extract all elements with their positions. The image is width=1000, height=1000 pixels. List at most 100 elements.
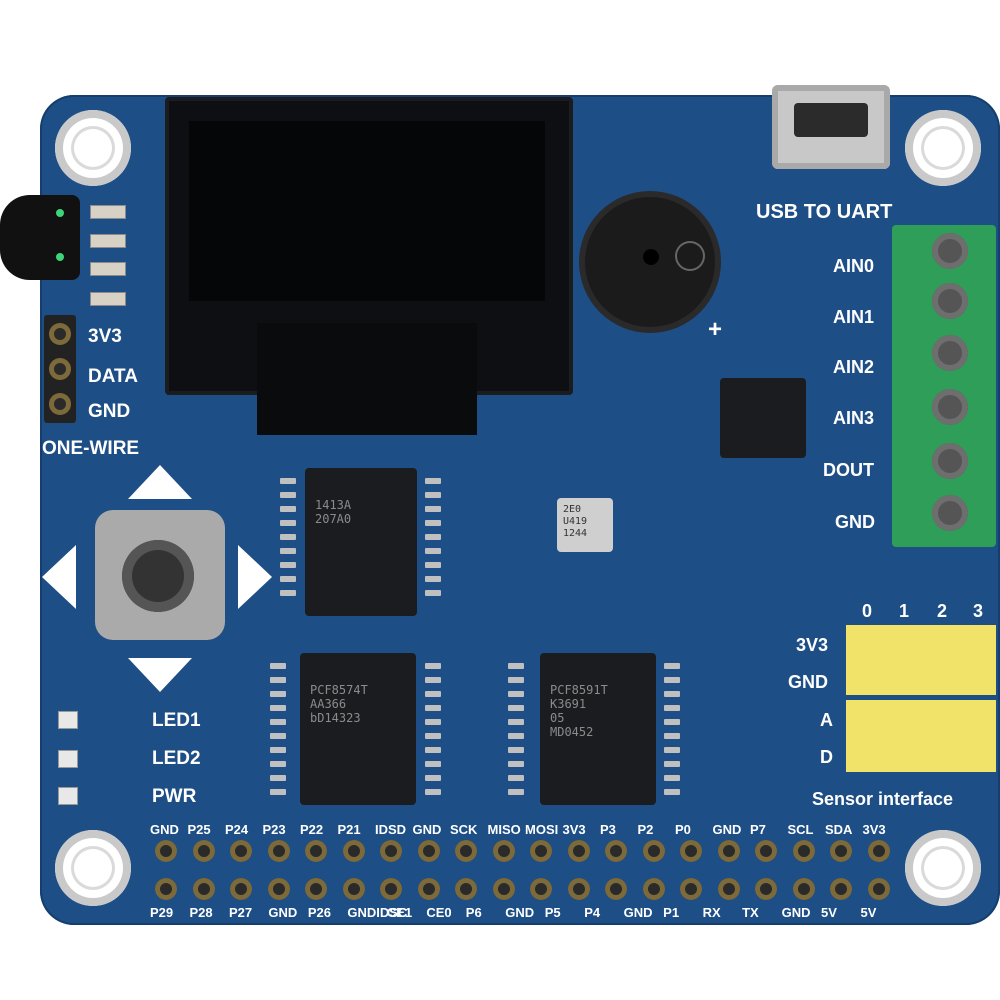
header-pin[interactable]	[305, 840, 327, 862]
header-pin[interactable]	[417, 878, 440, 900]
header-pin-label: TX	[742, 905, 759, 920]
joystick-right-arrow	[238, 545, 272, 609]
joystick-button[interactable]	[122, 540, 194, 612]
ic-pins	[425, 663, 441, 803]
oled-screen	[189, 121, 545, 301]
header-pin[interactable]	[567, 878, 590, 900]
ic-pins	[425, 478, 441, 604]
header-pin-label: GNDIDSC	[347, 905, 408, 920]
header-pin[interactable]	[155, 878, 177, 900]
header-pin[interactable]	[530, 840, 552, 862]
sensor-column-label: 1	[899, 601, 910, 621]
header-pin-label: 3V3	[862, 822, 886, 837]
header-pin-label: RX	[702, 905, 721, 920]
one-wire-pin-label: GND	[88, 401, 131, 422]
resistor	[90, 262, 126, 276]
header-pin[interactable]	[380, 840, 402, 862]
header-pin[interactable]	[680, 878, 702, 900]
header-pin[interactable]	[680, 840, 702, 862]
led-indicator	[58, 750, 78, 768]
header-pin-label: P0	[675, 822, 691, 837]
header-pin-label: P4	[584, 905, 601, 920]
header-pin[interactable]	[417, 840, 440, 862]
header-pin[interactable]	[605, 840, 627, 862]
header-pin[interactable]	[455, 878, 477, 900]
oled-display	[165, 97, 573, 435]
header-pin-label: MISO	[487, 822, 521, 837]
header-pin[interactable]	[830, 840, 852, 862]
header-pin[interactable]	[455, 840, 477, 862]
ic-pins	[664, 663, 680, 803]
header-pin[interactable]	[717, 840, 740, 862]
header-pin-label: P3	[600, 822, 616, 837]
ic-pins	[508, 663, 524, 803]
micro-usb-port[interactable]	[772, 85, 890, 169]
sensor-header-upper[interactable]	[846, 625, 996, 695]
led-label: LED2	[152, 748, 201, 769]
header-pin-label: P27	[228, 905, 253, 920]
header-pin[interactable]	[755, 840, 777, 862]
header-pin[interactable]	[192, 878, 215, 900]
header-pin[interactable]	[230, 878, 252, 900]
usb-to-uart-label: USB TO UART	[756, 201, 893, 223]
header-pin[interactable]	[830, 878, 852, 900]
header-pin[interactable]	[230, 840, 252, 862]
ic-pcf8574: PCF8574T AA366 bD14323	[300, 653, 416, 805]
ic-top: 1413A 207A0	[305, 468, 417, 616]
header-pin-label: CE0	[426, 905, 452, 920]
joystick-down-arrow	[128, 658, 192, 692]
header-pin-label: SCK	[450, 822, 478, 837]
header-pin-label: P5	[544, 905, 561, 920]
header-pin[interactable]	[567, 840, 590, 862]
header-pin[interactable]	[492, 878, 515, 900]
terminal-label: DOUT	[823, 460, 874, 480]
screw-terminal-block[interactable]	[892, 225, 996, 547]
header-pin[interactable]	[267, 840, 290, 862]
sensor-column-label: 2	[937, 601, 948, 621]
header-pin[interactable]	[792, 840, 815, 862]
header-pin[interactable]	[717, 878, 740, 900]
ic-pcf8591: PCF8591T K3691 05 MD0452	[540, 653, 656, 805]
header-pin[interactable]	[192, 840, 215, 862]
header-pin[interactable]	[792, 878, 815, 900]
header-pin[interactable]	[380, 878, 402, 900]
header-pin[interactable]	[605, 878, 627, 900]
header-pin-label: P21	[337, 822, 361, 837]
header-pin[interactable]	[305, 878, 327, 900]
header-pin-label: IDSD	[375, 822, 407, 837]
header-pin-label: 5V	[860, 905, 877, 920]
sensor-header-lower[interactable]	[846, 700, 996, 772]
header-pin-label: GND	[150, 822, 179, 837]
header-pin[interactable]	[155, 840, 177, 862]
mounting-hole-bottom-left	[55, 830, 131, 906]
header-pin[interactable]	[755, 878, 777, 900]
mounting-hole-bottom-right	[905, 830, 981, 906]
sensor-chip: 2E0 U419 1244	[557, 498, 613, 552]
header-pin[interactable]	[642, 878, 665, 900]
header-pin[interactable]	[342, 840, 365, 862]
header-pin-label: SCL	[787, 822, 814, 837]
joystick-up-arrow	[128, 465, 192, 499]
header-pin[interactable]	[267, 878, 290, 900]
sensor-column-label: 0	[862, 601, 873, 621]
header-pin[interactable]	[530, 878, 552, 900]
resistor	[90, 292, 126, 306]
header-pin-label: P1	[663, 905, 680, 920]
terminal-label: AIN1	[833, 307, 875, 327]
terminal-label: AIN2	[833, 357, 875, 377]
resistor	[90, 234, 126, 248]
oled-ribbon	[257, 323, 477, 435]
led-indicator	[58, 711, 78, 729]
header-pin[interactable]	[867, 878, 890, 900]
terminal-label: AIN3	[833, 408, 875, 428]
header-pin[interactable]	[642, 840, 665, 862]
header-pin[interactable]	[867, 840, 890, 862]
header-pin[interactable]	[342, 878, 365, 900]
led-label: PWR	[152, 786, 197, 807]
mounting-hole-top-right	[905, 110, 981, 186]
header-pin-label: P22	[300, 822, 324, 837]
header-pin-label: 5V	[821, 905, 837, 920]
header-pin[interactable]	[492, 840, 515, 862]
sensor-row-label: A	[820, 710, 833, 730]
header-pin-label: MOSI	[525, 822, 559, 837]
